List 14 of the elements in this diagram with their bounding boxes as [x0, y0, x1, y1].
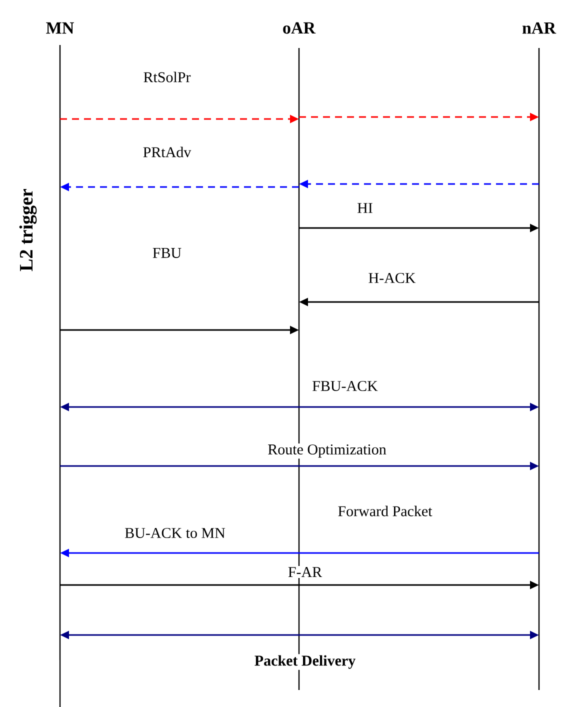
participant-label: MN	[46, 22, 74, 34]
participant-label: nAR	[522, 22, 556, 34]
edge-label: RtSolPr	[142, 70, 192, 84]
edge-label: Route Optimization	[266, 443, 388, 459]
edge-label: FBU-ACK	[311, 380, 379, 392]
edge-label: Packet Delivery	[253, 654, 357, 670]
message-label: Forward Packet	[338, 506, 432, 516]
edge-label: F-AR	[286, 566, 324, 578]
edge-label: HI	[356, 202, 374, 214]
participant-label: oAR	[283, 22, 316, 34]
edge-label: BU-ACK to MN	[124, 526, 226, 540]
edge-label: FBU	[151, 247, 183, 259]
edge-label: H-ACK	[367, 272, 417, 284]
edge-label: PRtAdv	[142, 146, 192, 158]
